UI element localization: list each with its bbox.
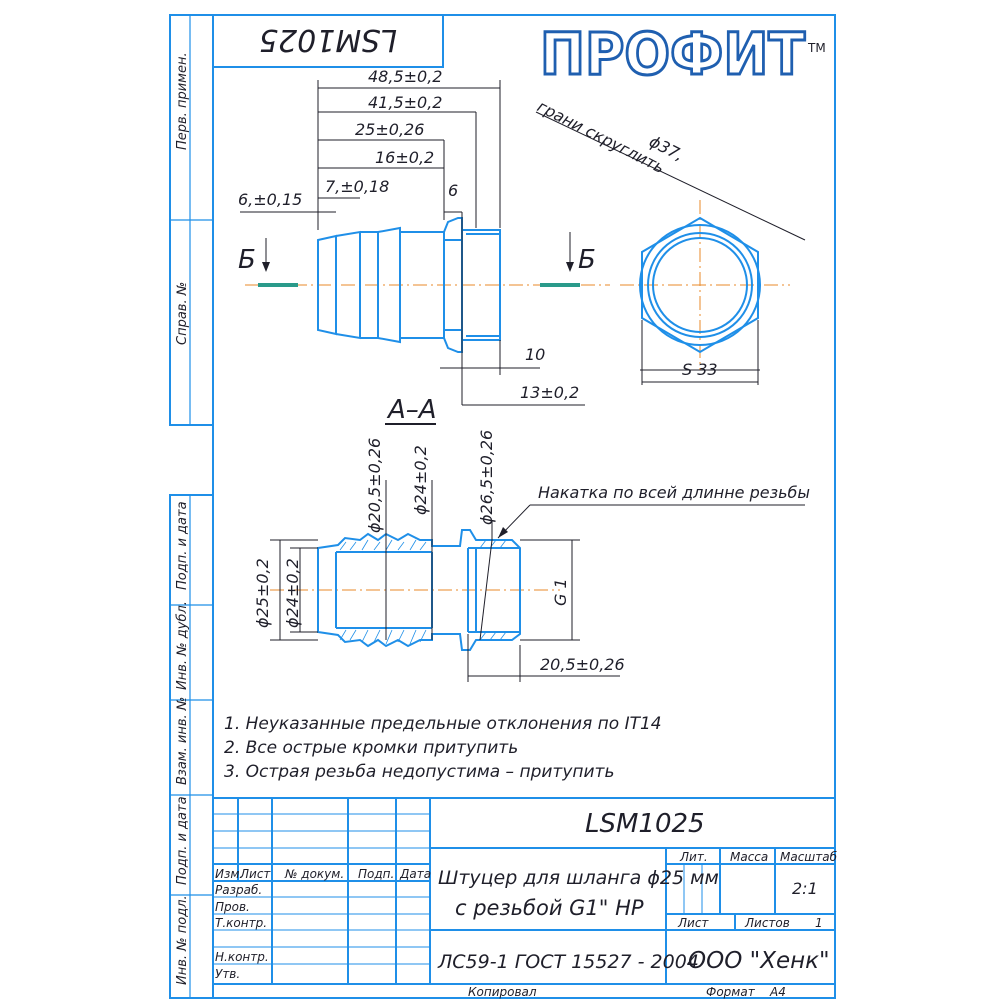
dim-48-5: 48,5±0,2 (368, 67, 442, 86)
tb-listov: Листов (744, 916, 790, 930)
drawing-number-mirrored: LSM1025 (259, 22, 397, 57)
knurl-note: Накатка по всей длинне резьбы (538, 483, 810, 502)
brand-logo: ПРОФИТ TM (539, 19, 826, 90)
tb-col-list: Лист (239, 867, 271, 881)
side-label-inv-podl: Инв. № подл. (175, 895, 190, 985)
sec-dim-20-5: ϕ20,5±0,26 (365, 438, 384, 533)
sec-dim-g1: G 1 (551, 578, 570, 606)
side-view: Б Б (238, 67, 610, 406)
tb-material: ЛС59-1 ГОСТ 15527 - 2004 (437, 951, 699, 973)
dim-25: 25±0,26 (355, 120, 424, 139)
dim-41-5: 41,5±0,2 (368, 93, 442, 112)
tb-row-tkontr: Т.контр. (215, 916, 267, 930)
tb-col-izm: Изм. (215, 867, 243, 881)
sec-dim-24-left: ϕ24±0,2 (283, 558, 302, 628)
section-mark-left: Б (238, 245, 256, 275)
section-hatch (339, 539, 507, 645)
dim-6-tol: 6,±0,15 (238, 190, 302, 209)
tb-list: Лист (677, 916, 709, 930)
tb-row-nkontr: Н.контр. (215, 950, 269, 964)
note-3: 3. Острая резьба недопустима – притупить (224, 762, 614, 782)
sec-dim-24-top: ϕ24±0,2 (411, 445, 430, 515)
tb-massa: Масса (730, 850, 768, 864)
tb-col-docum: № докум. (284, 867, 344, 881)
sheet-frame (169, 14, 836, 999)
dim-6: 6 (448, 181, 458, 200)
edges-note: грани скруглить (534, 97, 668, 178)
tb-format: Формат (706, 985, 756, 999)
dim-7: 7,±0,18 (325, 177, 389, 196)
tb-company: ООО "Хенк" (688, 948, 830, 974)
side-label-perv-primen: Перв. примен. (175, 52, 190, 150)
sec-dim-20-5-length: 20,5±0,26 (540, 655, 625, 674)
section-mark-right: Б (578, 245, 596, 275)
tb-scale: 2:1 (792, 879, 818, 898)
brand-logo-text: ПРОФИТ (540, 20, 805, 88)
side-label-vzam-inv: Взам. инв. № (175, 697, 190, 785)
section-view: А–А (253, 395, 810, 682)
section-title: А–А (386, 395, 437, 425)
hex-s-33: S 33 (682, 360, 718, 379)
tb-name-line1: Штуцер для шланга ϕ25 мм (438, 867, 719, 889)
tb-col-podp: Подп. (358, 867, 394, 881)
tb-row-razrab: Разраб. (215, 883, 262, 897)
dim-16: 16±0,2 (375, 148, 434, 167)
title-block: LSM1025 Штуцер для шланга ϕ25 мм с резьб… (212, 797, 838, 999)
technical-notes: 1. Неуказанные предельные отклонения по … (224, 714, 662, 782)
dim-10: 10 (525, 345, 545, 364)
brand-trademark: TM (807, 41, 826, 55)
sec-dim-25: ϕ25±0,2 (253, 558, 272, 628)
side-labels: Перв. примен. Справ. № Подп. и дата Инв.… (175, 52, 190, 985)
side-label-inv-dubl: Инв. № дубл. (175, 601, 190, 690)
note-2: 2. Все острые кромки притупить (224, 738, 518, 758)
side-label-sprav-no: Справ. № (175, 282, 190, 345)
tb-designation: LSM1025 (585, 809, 705, 839)
tb-row-prov: Пров. (215, 900, 250, 914)
tb-format-value: А4 (769, 985, 786, 999)
tb-kopiroval: Копировал (468, 985, 537, 999)
dim-13: 13±0,2 (520, 383, 579, 402)
sec-dim-26-5: ϕ26,5±0,26 (477, 430, 496, 525)
tb-lit: Лит. (679, 850, 708, 864)
tb-name-line2: с резьбой G1" НР (455, 896, 644, 920)
note-1: 1. Неуказанные предельные отклонения по … (224, 714, 662, 734)
side-label-podp-data-2: Подп. и дата (175, 796, 190, 885)
tb-listov-value: 1 (815, 916, 823, 930)
side-label-podp-data-1: Подп. и дата (175, 501, 190, 590)
tb-row-utv: Утв. (215, 967, 240, 981)
tb-col-data: Дата (399, 867, 431, 881)
tb-masshtab: Масштаб (780, 850, 838, 864)
hex-view: грани скруглить ϕ37, S 33 (534, 97, 806, 385)
